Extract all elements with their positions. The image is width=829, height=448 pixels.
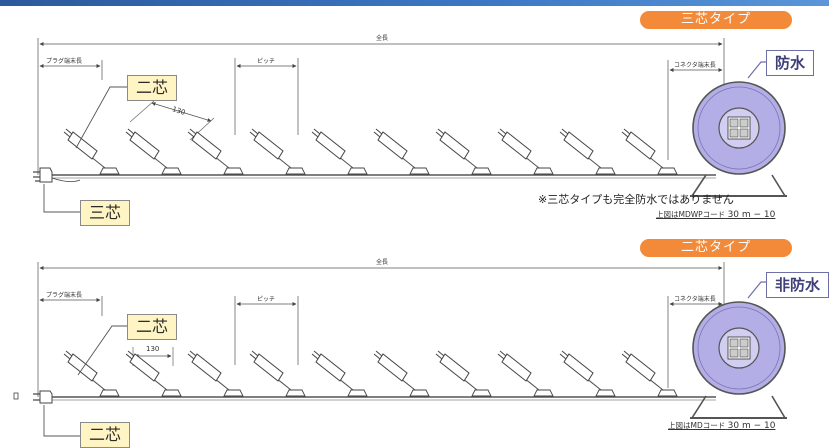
connector-length-label: コネクタ端末長: [674, 62, 716, 69]
plug-length-label: プラグ端末長: [46, 58, 83, 65]
plug-core-label: 三芯: [80, 200, 130, 226]
model-reference: 上図はMDコード 30 m − 10: [668, 421, 776, 431]
branch-core-label: 二芯: [127, 75, 177, 101]
non-waterproof-badge: 非防水: [766, 272, 829, 298]
cord-reel-1: [690, 81, 787, 197]
branch-core-label: 二芯: [127, 314, 177, 340]
waterproof-badge: 防水: [766, 50, 815, 76]
overall-length-label: 全長: [376, 259, 389, 266]
branch-dimension-label: 130: [146, 345, 160, 353]
plug-core-label: 二芯: [80, 422, 130, 448]
overall-length-label: 全長: [376, 35, 389, 42]
type-pill-2core: 二芯タイプ: [640, 239, 792, 257]
section-1-diagram: [33, 38, 787, 213]
pitch-label: ピッチ: [257, 58, 276, 65]
connector-length-label: コネクタ端末長: [674, 296, 716, 303]
waterproof-note: ※三芯タイプも完全防水ではありません: [538, 193, 734, 206]
model-reference: 上図はMDWPコード 30 m − 10: [656, 210, 776, 220]
type-pill-3core: 三芯タイプ: [640, 11, 792, 29]
cord-reel-2: [690, 301, 787, 419]
section-2-diagram: [13, 262, 787, 437]
plug-length-label: プラグ端末長: [46, 292, 83, 299]
pitch-label: ピッチ: [257, 296, 276, 303]
top-accent-bar: [0, 0, 829, 6]
